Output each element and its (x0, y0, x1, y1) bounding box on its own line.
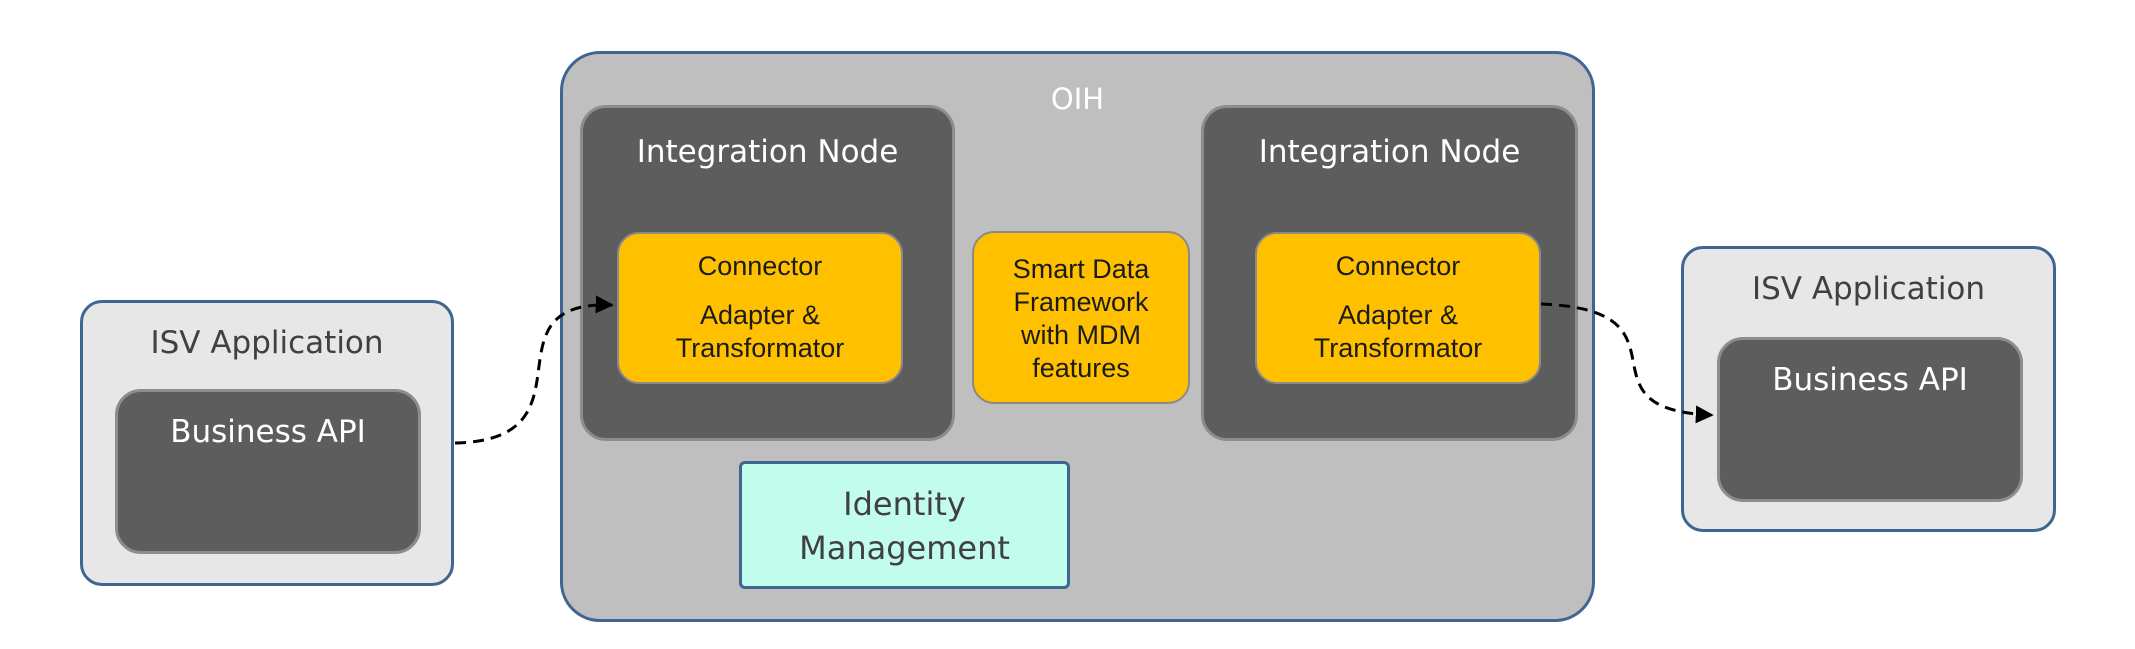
identity-line1: Identity (843, 485, 966, 523)
right-business-api-label: Business API (1772, 362, 1968, 398)
right-connector-label: Connector (1335, 251, 1461, 281)
right-adapter-line2: Transformator (1313, 333, 1483, 363)
smart-data-line4: features (1032, 353, 1130, 383)
left-integration-node-title: Integration Node (636, 134, 899, 170)
left-isv-application-title: ISV Application (150, 325, 384, 361)
right-business-api: Business API (1717, 337, 2023, 502)
right-isv-application-title: ISV Application (1751, 271, 1986, 307)
left-isv-application: ISV Application Business API (80, 300, 454, 586)
smart-data-line3: with MDM (1021, 320, 1141, 350)
right-flow-arrow (1540, 302, 1714, 424)
right-integration-node: Integration Node Connector Adapter & Tra… (1201, 105, 1578, 441)
left-adapter-line1: Adapter & (699, 300, 821, 330)
left-integration-node: Integration Node Connector Adapter & Tra… (580, 105, 955, 441)
left-business-api: Business API (115, 389, 421, 554)
identity-management: Identity Management (739, 461, 1070, 589)
left-business-api-label: Business API (170, 414, 366, 450)
smart-data-line2: Framework (1013, 287, 1149, 317)
smart-data-line1: Smart Data (1012, 254, 1150, 284)
right-connector: Connector Adapter & Transformator (1255, 232, 1541, 384)
left-adapter-line2: Transformator (675, 333, 845, 363)
oih-title: OIH (1050, 82, 1105, 116)
smart-data-framework: Smart Data Framework with MDM features (972, 231, 1190, 404)
left-flow-arrow (454, 295, 614, 445)
right-adapter-line1: Adapter & (1337, 300, 1459, 330)
right-integration-node-title: Integration Node (1258, 134, 1521, 170)
identity-line2: Management (799, 529, 1010, 567)
right-isv-application: ISV Application Business API (1681, 246, 2056, 532)
left-connector: Connector Adapter & Transformator (617, 232, 903, 384)
oih-platform: OIH Integration Node Connector Adapter &… (560, 51, 1595, 622)
left-connector-label: Connector (697, 251, 823, 281)
